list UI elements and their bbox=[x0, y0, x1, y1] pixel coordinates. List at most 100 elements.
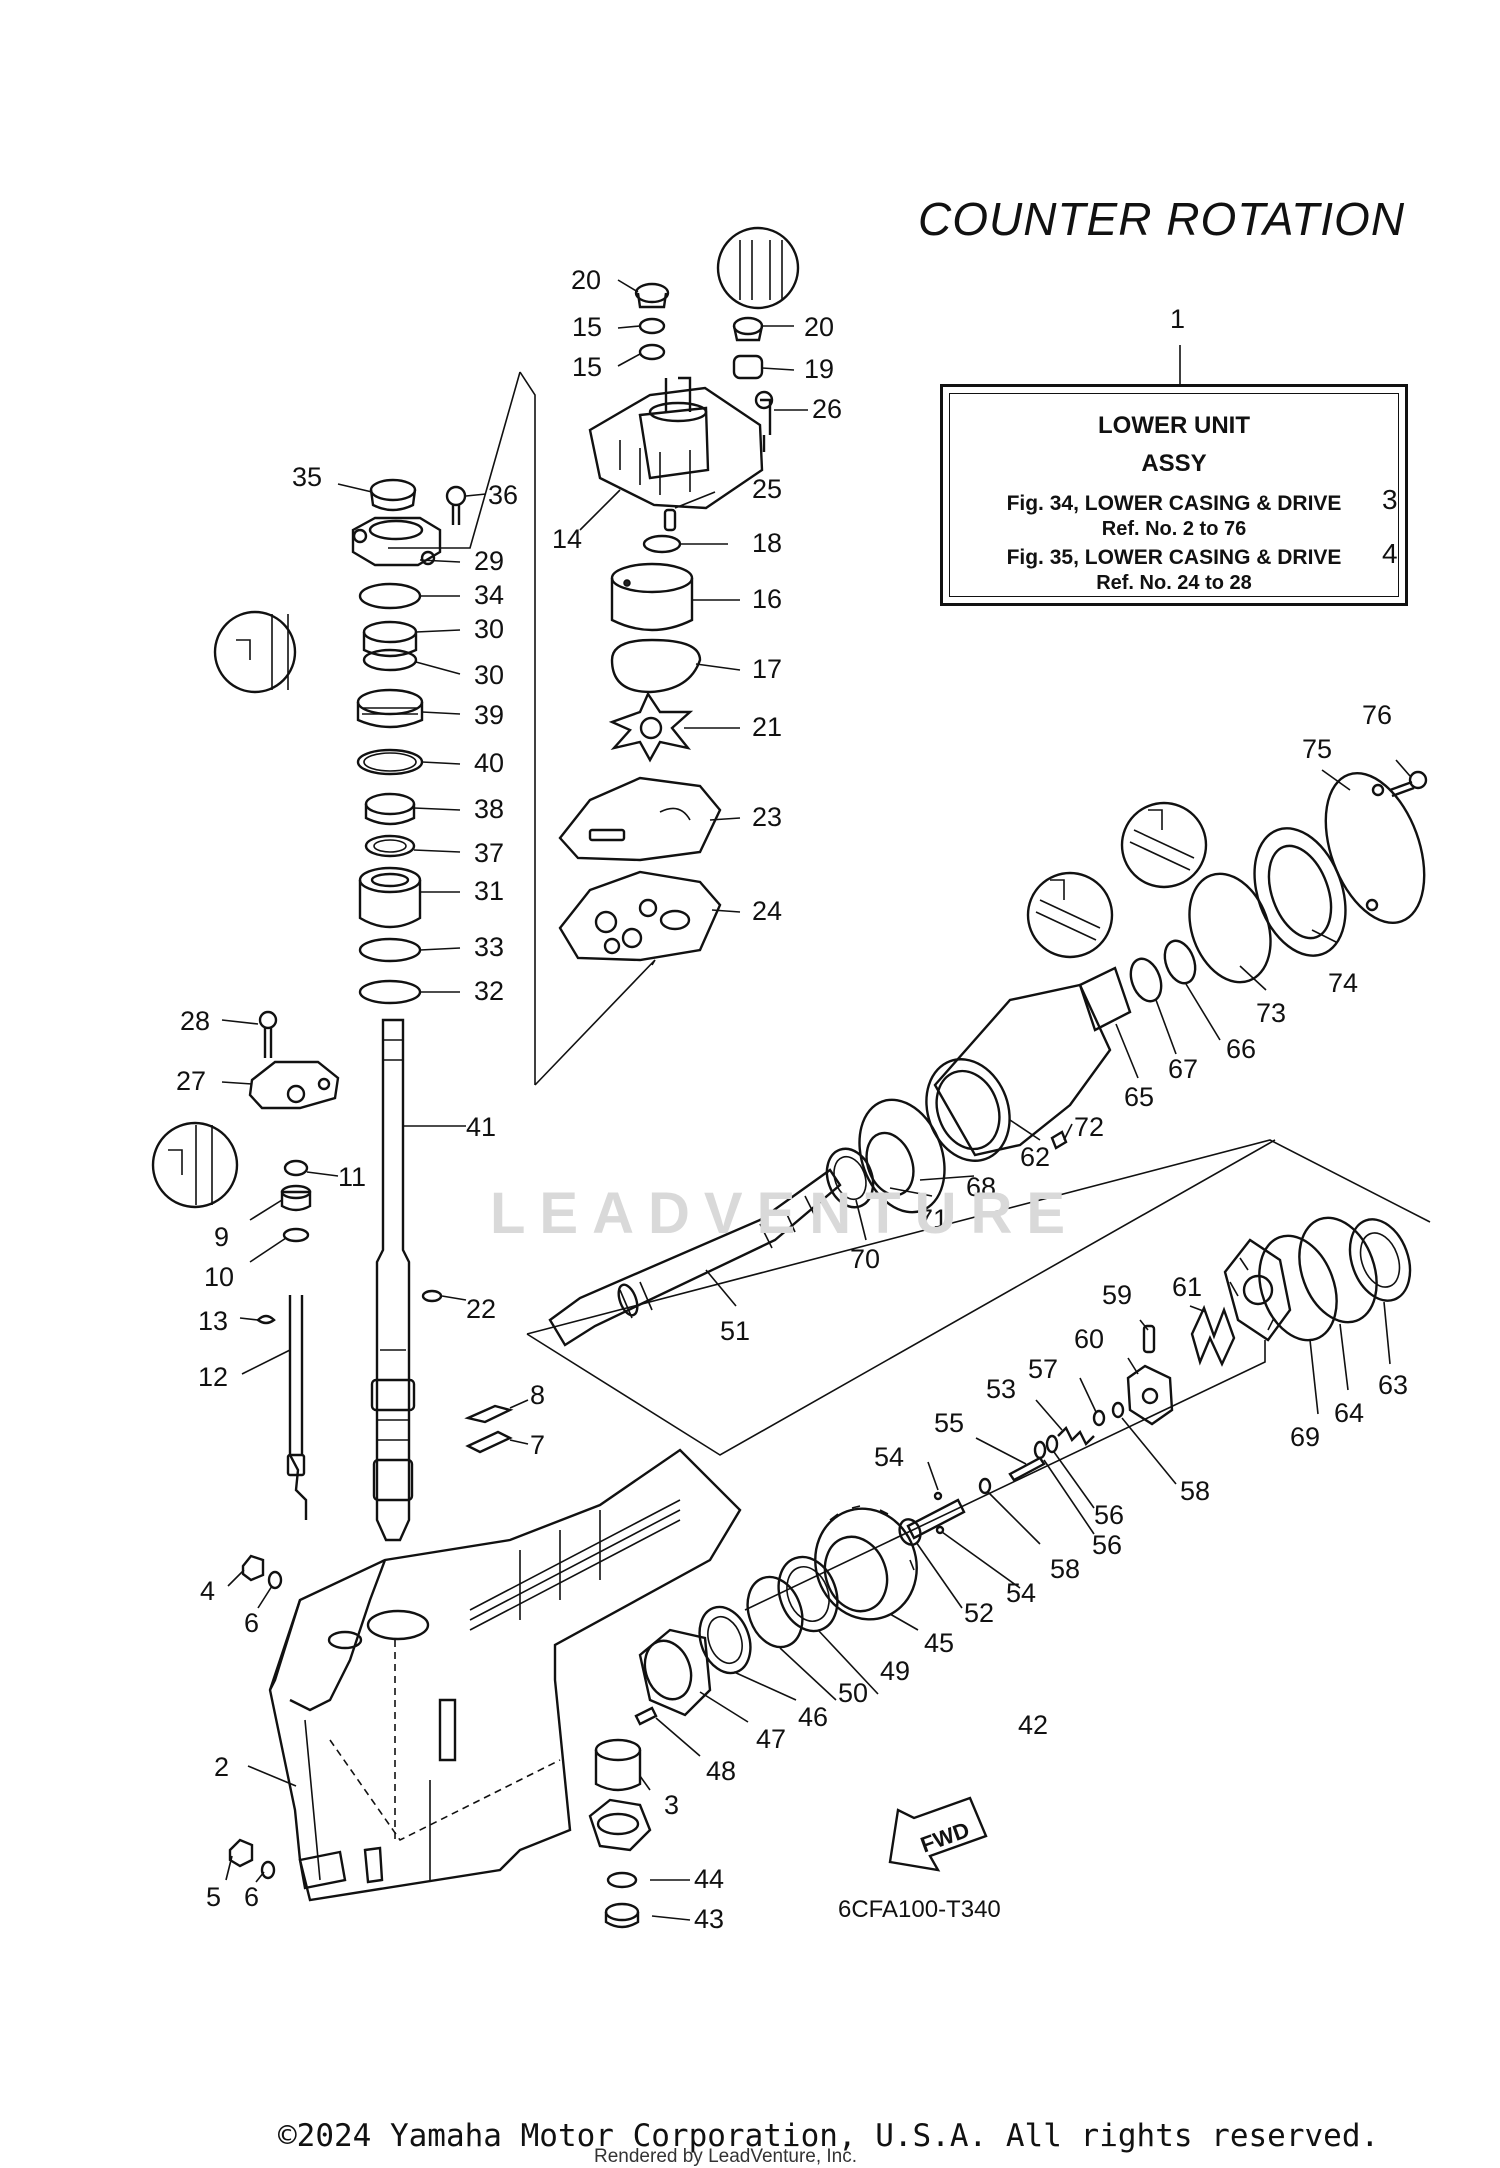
callout-label: 4 bbox=[200, 1576, 215, 1606]
infobox-fig-ref-4: 4 bbox=[1382, 538, 1398, 569]
infobox-line-5[interactable]: Fig. 35, LOWER CASING & DRIVE bbox=[1006, 546, 1342, 569]
callout-label: 57 bbox=[1028, 1354, 1058, 1384]
callout-label: 34 bbox=[474, 580, 504, 610]
callout-label: 44 bbox=[694, 1864, 724, 1894]
callout-label: 54 bbox=[874, 1442, 904, 1472]
callout-label: 33 bbox=[474, 932, 504, 962]
callout-label: 30 bbox=[474, 614, 504, 644]
callout-label: 71 bbox=[918, 1204, 948, 1234]
callout-label: 20 bbox=[571, 265, 601, 295]
drive-shaft-group bbox=[351, 478, 467, 1542]
callout-label: 21 bbox=[752, 712, 782, 742]
assembly-info-box-inner: LOWER UNIT ASSY Fig. 34, LOWER CASING & … bbox=[949, 393, 1399, 597]
watermark: LEADVENTURE bbox=[490, 1181, 1080, 1246]
callout-label: 56 bbox=[1092, 1530, 1122, 1560]
callout-label: 74 bbox=[1328, 968, 1358, 998]
callout-label: 58 bbox=[1180, 1476, 1210, 1506]
callout-label: 31 bbox=[474, 876, 504, 906]
callout-label: 12 bbox=[198, 1362, 228, 1392]
callout-label: 28 bbox=[180, 1006, 210, 1036]
callout-label: 8 bbox=[530, 1380, 545, 1410]
callout-label: 40 bbox=[474, 748, 504, 778]
callout-label: 6 bbox=[244, 1882, 259, 1912]
callout-label: 61 bbox=[1172, 1272, 1202, 1302]
callout-label: 36 bbox=[488, 480, 518, 510]
infobox-line-1: LOWER UNIT bbox=[1098, 412, 1250, 439]
gear-clutch-group bbox=[588, 1216, 1412, 1929]
page-title: COUNTER ROTATION bbox=[918, 193, 1406, 245]
callout-label: 72 bbox=[1074, 1112, 1104, 1142]
lower-casing bbox=[228, 1404, 742, 1902]
callout-label: 25 bbox=[752, 474, 782, 504]
leader-lines bbox=[221, 279, 1411, 1921]
callout-label: 58 bbox=[1050, 1554, 1080, 1584]
callout-label: 66 bbox=[1226, 1034, 1256, 1064]
callout-label: 20 bbox=[804, 312, 834, 342]
callout-label: 16 bbox=[752, 584, 782, 614]
callout-label: 26 bbox=[812, 394, 842, 424]
callout-label: 48 bbox=[706, 1756, 736, 1786]
callout-label: 75 bbox=[1302, 734, 1332, 764]
callout-label: 24 bbox=[752, 896, 782, 926]
infobox-line-4: Ref. No. 2 to 76 bbox=[1101, 518, 1247, 540]
callout-label: 60 bbox=[1074, 1324, 1104, 1354]
assembly-info-box: LOWER UNIT ASSY Fig. 34, LOWER CASING & … bbox=[940, 384, 1408, 606]
callout-label: 59 bbox=[1102, 1280, 1132, 1310]
callout-label: 18 bbox=[752, 528, 782, 558]
callout-label: 11 bbox=[338, 1162, 366, 1192]
detail-insets bbox=[151, 226, 1208, 1209]
callout-label: 43 bbox=[694, 1904, 724, 1934]
callout-label: 63 bbox=[1378, 1370, 1408, 1400]
callout-label: 30 bbox=[474, 660, 504, 690]
callout-label: 56 bbox=[1094, 1500, 1124, 1530]
callout-label: 6 bbox=[244, 1608, 259, 1638]
callout-label: 68 bbox=[966, 1172, 996, 1202]
prop-shaft-housing-group bbox=[548, 770, 1428, 1347]
callout-label: 15 bbox=[572, 312, 602, 342]
callout-label: 65 bbox=[1124, 1082, 1154, 1112]
water-pump-group bbox=[558, 282, 774, 962]
callout-label: 9 bbox=[214, 1222, 229, 1252]
callout-label: 42 bbox=[1018, 1710, 1048, 1740]
callout-label: 15 bbox=[572, 352, 602, 382]
callout-label: 22 bbox=[466, 1294, 496, 1324]
callout-label: 70 bbox=[850, 1244, 880, 1274]
callout-label: 17 bbox=[752, 654, 782, 684]
infobox-line-6: Ref. No. 24 to 28 bbox=[1096, 572, 1252, 594]
fwd-arrow bbox=[888, 1796, 988, 1872]
callout-label: 32 bbox=[474, 976, 504, 1006]
callout-label: 37 bbox=[474, 838, 504, 868]
callout-label: 73 bbox=[1256, 998, 1286, 1028]
callout-label: 23 bbox=[752, 802, 782, 832]
callout-label: 19 bbox=[804, 354, 834, 384]
callout-label: 27 bbox=[176, 1066, 206, 1096]
callout-label: 52 bbox=[964, 1598, 994, 1628]
callout-label: 7 bbox=[530, 1430, 545, 1460]
callout-label: 35 bbox=[292, 462, 322, 492]
figure-code: 6CFA100-T340 bbox=[838, 1896, 1001, 1923]
infobox-line-3[interactable]: Fig. 34, LOWER CASING & DRIVE bbox=[1006, 492, 1342, 515]
callout-label: 5 bbox=[206, 1882, 221, 1912]
callout-label: 45 bbox=[924, 1628, 954, 1658]
callout-label: 38 bbox=[474, 794, 504, 824]
callout-label: 62 bbox=[1020, 1142, 1050, 1172]
infobox-fig-ref-3: 3 bbox=[1382, 484, 1398, 515]
callout-label: 53 bbox=[986, 1374, 1016, 1404]
callout-label: 54 bbox=[1006, 1578, 1036, 1608]
callout-label: 50 bbox=[838, 1678, 868, 1708]
callout-label: 69 bbox=[1290, 1422, 1320, 1452]
callout-label: 64 bbox=[1334, 1398, 1364, 1428]
callout-label: 55 bbox=[934, 1408, 964, 1438]
callout-label: 39 bbox=[474, 700, 504, 730]
callout-label: 51 bbox=[720, 1316, 750, 1346]
callout-label: 29 bbox=[474, 546, 504, 576]
rendered-by-notice: Rendered by LeadVenture, Inc. bbox=[594, 2146, 858, 2167]
callout-label: 49 bbox=[880, 1656, 910, 1686]
callout-labels: 20 15 15 20 19 26 14 25 18 16 17 21 23 2… bbox=[176, 265, 1408, 1934]
infobox-line-2: ASSY bbox=[1141, 450, 1207, 477]
callout-label: 3 bbox=[664, 1790, 679, 1820]
callout-label: 2 bbox=[214, 1752, 229, 1782]
shift-rod-group bbox=[248, 1010, 340, 1520]
callout-label: 46 bbox=[798, 1702, 828, 1732]
